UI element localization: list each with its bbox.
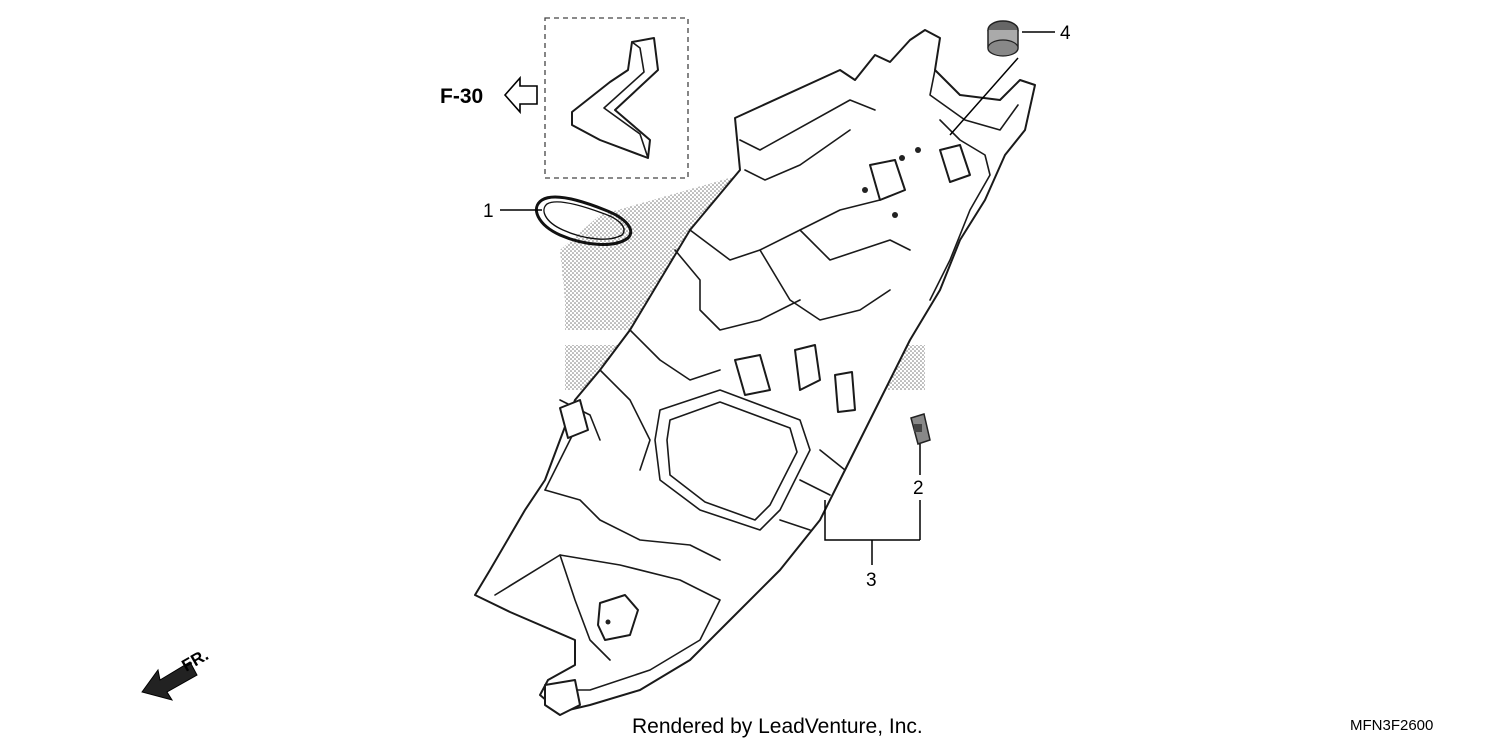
reference-f30: F-30 (440, 75, 538, 115)
inset-box (544, 17, 689, 179)
front-arrow-icon (141, 661, 198, 701)
clip-nut-part (910, 413, 931, 445)
reference-arrow-icon (503, 75, 538, 115)
credit-text: Rendered by LeadVenture, Inc. (632, 715, 923, 738)
bracket-part (571, 37, 659, 159)
front-direction-indicator: FR. (141, 645, 212, 701)
leader-lines (500, 31, 1055, 565)
reference-label: F-30 (440, 85, 483, 108)
cushion-part (987, 20, 1019, 57)
diagram-code: MFN3F2600 (1350, 717, 1433, 734)
callout-4: 4 (1060, 23, 1071, 44)
callout-2: 2 (913, 478, 924, 499)
gasket-part (535, 195, 633, 246)
callout-1: 1 (483, 201, 494, 222)
callouts: 1 2 3 4 (483, 23, 1071, 591)
callout-3: 3 (866, 570, 877, 591)
fender-part (474, 29, 1036, 716)
